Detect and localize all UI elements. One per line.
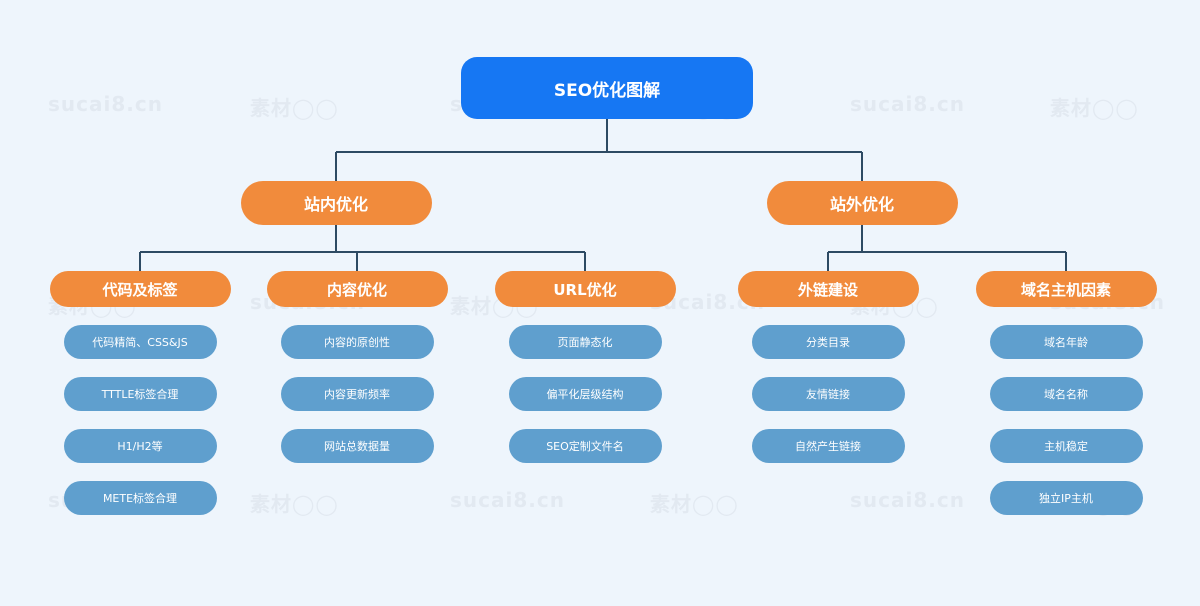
branch-node: 站内优化	[240, 181, 432, 225]
leaf-node: 自然产生链接	[751, 429, 905, 463]
root-node: SEO优化图解	[461, 57, 753, 119]
group-node: 域名主机因素	[975, 271, 1157, 307]
leaf-node: 代码精简、CSS&JS	[63, 325, 217, 359]
leaf-node: 网站总数据量	[280, 429, 434, 463]
leaf-node: 页面静态化	[508, 325, 662, 359]
leaf-node: 内容更新频率	[280, 377, 434, 411]
leaf-node: 分类目录	[751, 325, 905, 359]
branch-node: 站外优化	[766, 181, 958, 225]
leaf-node: 域名名称	[989, 377, 1143, 411]
leaf-node: 主机稳定	[989, 429, 1143, 463]
leaf-node: 友情链接	[751, 377, 905, 411]
group-node: 内容优化	[266, 271, 448, 307]
leaf-node: 偏平化层级结构	[508, 377, 662, 411]
leaf-node: METE标签合理	[63, 481, 217, 515]
leaf-node: 内容的原创性	[280, 325, 434, 359]
leaf-node: SEO定制文件名	[508, 429, 662, 463]
leaf-node: 域名年龄	[989, 325, 1143, 359]
group-node: URL优化	[494, 271, 676, 307]
leaf-node: H1/H2等	[63, 429, 217, 463]
group-node: 代码及标签	[49, 271, 231, 307]
group-node: 外链建设	[737, 271, 919, 307]
leaf-node: 独立IP主机	[989, 481, 1143, 515]
leaf-node: TTTLE标签合理	[63, 377, 217, 411]
